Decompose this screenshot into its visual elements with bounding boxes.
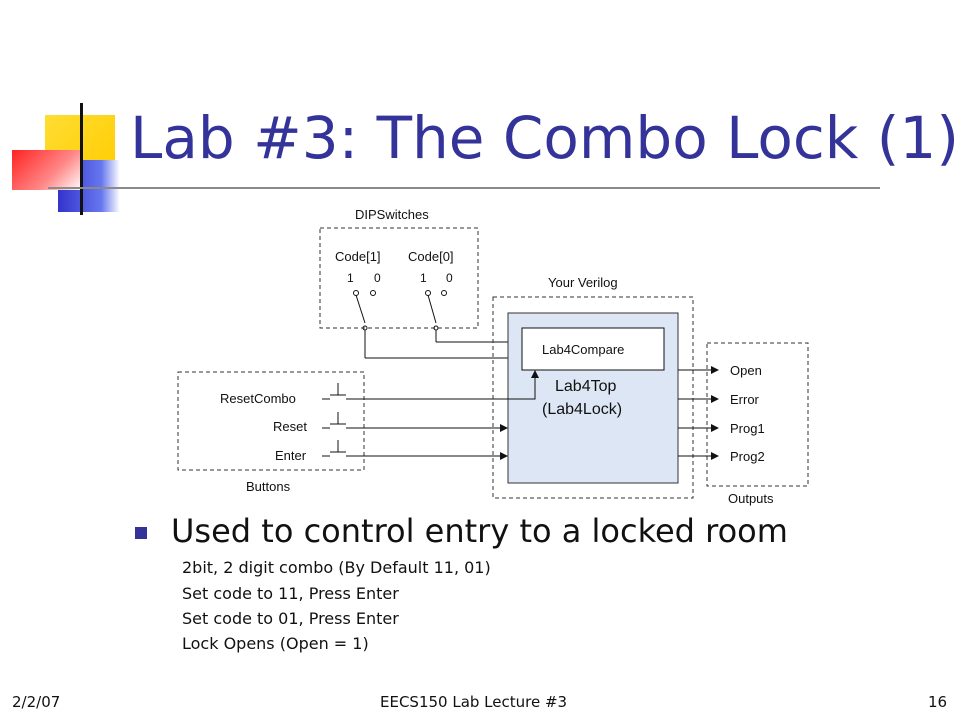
sub-item: Set code to 11, Press Enter [182,584,399,603]
code0-label: Code[0] [408,249,454,264]
title-underline [48,187,880,189]
footer-course: EECS150 Lab Lecture #3 [380,693,568,711]
outputs-box [706,342,809,487]
button-symbol-resetcombo [322,383,353,400]
square-bullet-icon [135,527,147,539]
code1-label: Code[1] [335,249,381,264]
verilog-title: Your Verilog [548,275,618,290]
dipswitches-title: DIPSwitches [355,207,429,222]
combo-lock-diagram: DIPSwitches Code[1] Code[0] 1 0 1 0 Your… [177,207,809,506]
code1-bit-one: 1 [347,271,354,285]
deco-red-square [12,150,82,190]
lab4compare-module [521,327,665,371]
resetcombo-wire [353,370,539,400]
buttons-title: Buttons [246,479,291,494]
lab4lock-label: (Lab4Lock) [542,401,622,418]
output-label-prog1: Prog1 [730,421,765,436]
sub-item: Set code to 01, Press Enter [182,609,399,628]
code0-bit-zero: 0 [446,271,453,285]
output-label-open: Open [730,363,762,378]
button-label-resetcombo: ResetCombo [220,391,296,406]
bullet-text: Used to control entry to a locked room [171,512,788,550]
outputs-title: Outputs [728,491,774,506]
sub-item: Lock Opens (Open = 1) [182,634,369,653]
switch-contact [441,290,447,296]
dipswitches-box [319,227,479,329]
lab4top-label: Lab4Top [555,378,616,395]
button-symbol-reset [322,412,353,429]
button-symbol-enter [322,440,353,457]
button-label-reset: Reset [273,419,307,434]
switch-contact [370,290,376,296]
button-label-enter: Enter [275,448,307,463]
switch-contact [353,290,359,296]
buttons-box [177,371,365,471]
footer-date: 2/2/07 [12,693,61,711]
deco-vertical-line [80,103,83,215]
code0-bit-one: 1 [420,271,427,285]
output-label-prog2: Prog2 [730,449,765,464]
output-label-error: Error [730,392,760,407]
main-bullet: Used to control entry to a locked room [135,512,788,550]
verilog-box [492,296,694,499]
slide-title: Lab #3: The Combo Lock (1) [130,104,959,172]
lab4compare-label: Lab4Compare [542,342,624,357]
footer-page-number: 16 [928,693,948,711]
sub-item: 2bit, 2 digit combo (By Default 11, 01) [182,558,491,577]
code1-bit-zero: 0 [374,271,381,285]
switch-contact [425,290,431,296]
